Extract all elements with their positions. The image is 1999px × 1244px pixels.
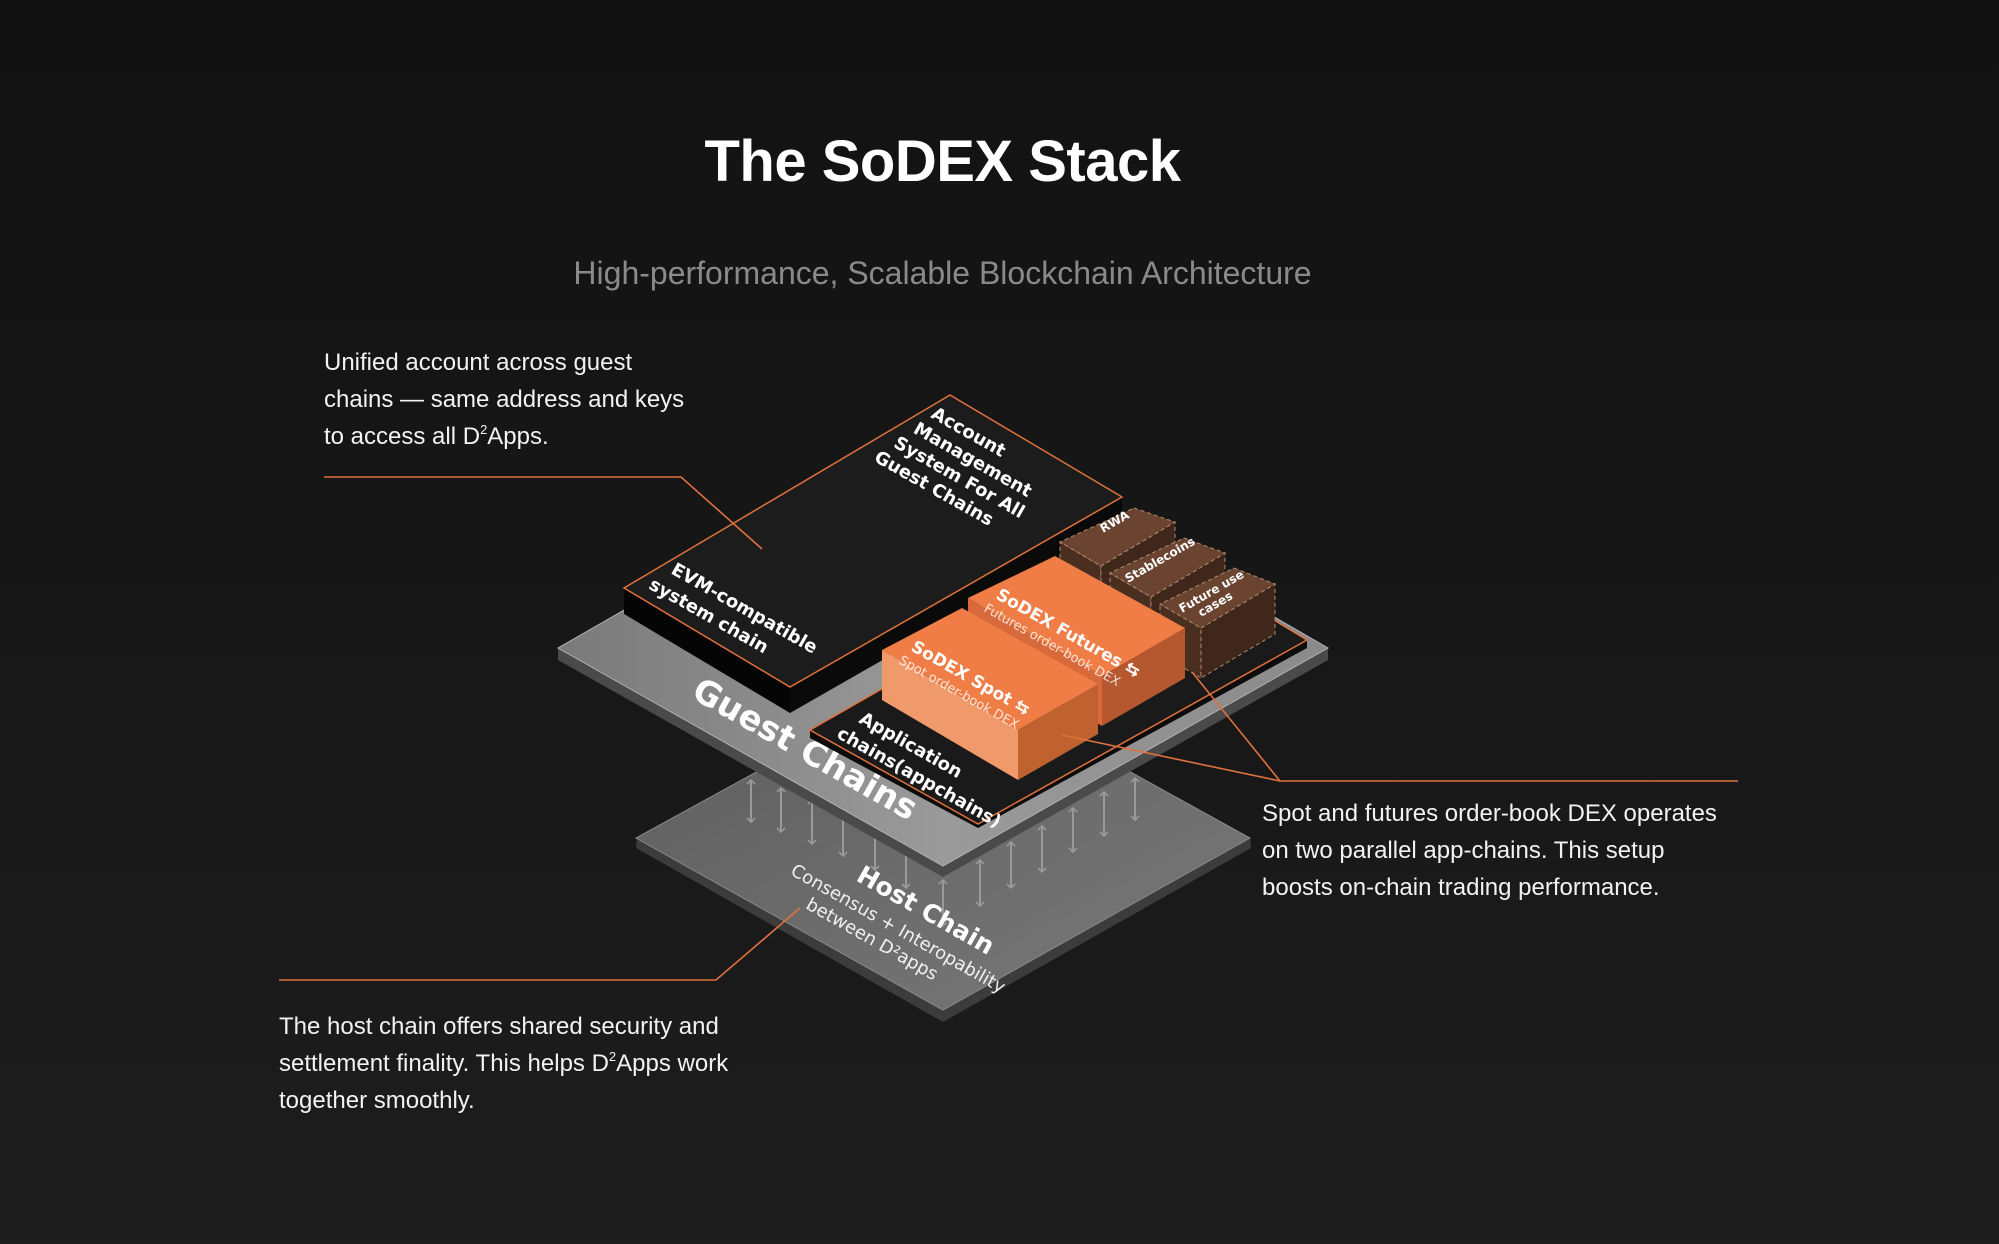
sodex-spot-block	[882, 608, 1098, 780]
callout-dex-line-1: Spot and futures order-book DEX operates	[1262, 800, 1717, 827]
account-management-block	[622, 394, 1124, 713]
callout-host-line-2: settlement finality. This helps D2Apps w…	[279, 1049, 729, 1077]
callout-account-line-1: Unified account across guest	[324, 349, 633, 376]
callout-host-line-1: The host chain offers shared security an…	[279, 1013, 719, 1040]
callout-account: Unified account across guest chains — sa…	[324, 344, 694, 455]
page-title: The SoDEX Stack	[704, 129, 1181, 194]
callout-dex: Spot and futures order-book DEX operates…	[1262, 795, 1762, 906]
leader-line-account	[324, 476, 763, 550]
leader-line-dex-2	[1191, 671, 1281, 782]
callout-dex-line-2: on two parallel app-chains. This setup	[1262, 837, 1665, 864]
callout-dex-line-3: boosts on-chain trading performance.	[1262, 874, 1660, 901]
up-down-arrow-icon	[746, 776, 1140, 928]
page-subtitle: High-performance, Scalable Blockchain Ar…	[573, 255, 1312, 291]
callout-account-line-2: chains — same address and keys	[324, 386, 685, 413]
leader-line-host	[279, 907, 801, 981]
callout-host: The host chain offers shared security an…	[279, 1008, 779, 1119]
callout-host-line-3: together smoothly.	[279, 1087, 475, 1114]
callout-account-line-3: to access all D2Apps.	[324, 422, 549, 450]
